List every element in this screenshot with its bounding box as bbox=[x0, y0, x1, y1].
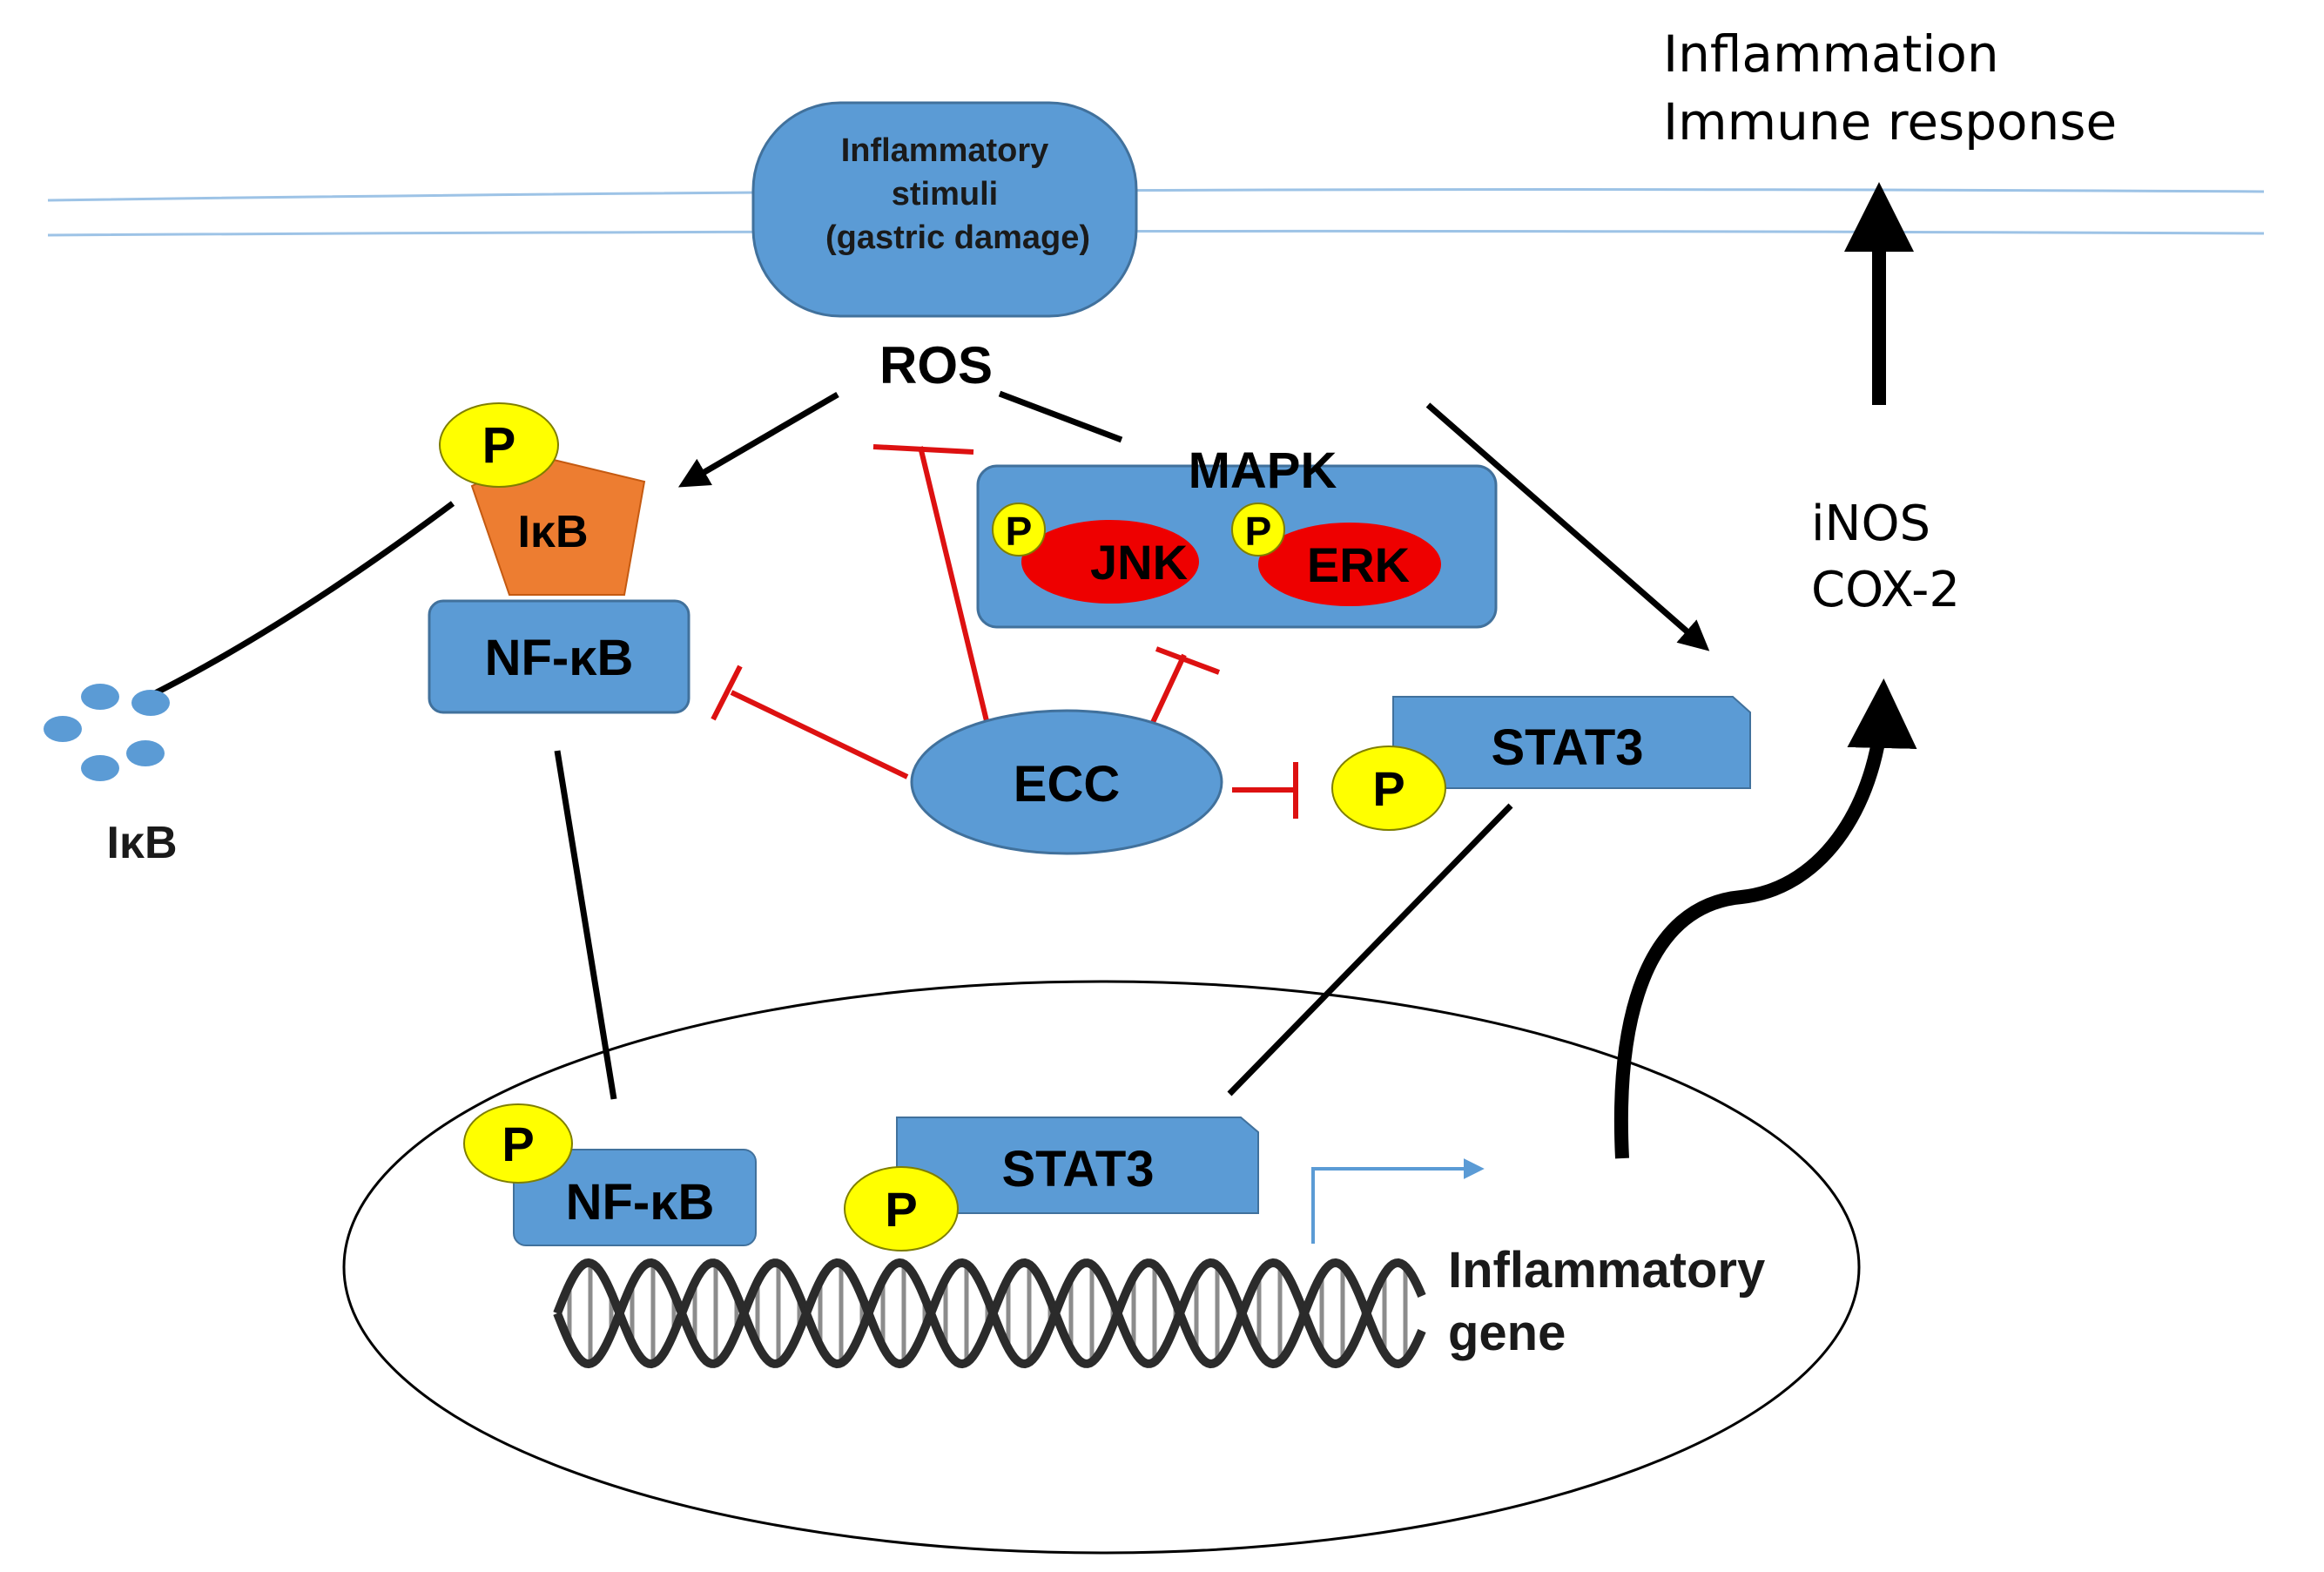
ikb-fragments bbox=[44, 684, 170, 781]
nfkb-nucleus-phospho-label: P bbox=[502, 1117, 534, 1171]
ros-to-ikb-arrow bbox=[677, 391, 839, 488]
ecc-node: ECC bbox=[910, 709, 1223, 855]
jnk-node bbox=[1021, 520, 1199, 604]
stat3-nucleus-phospho-label: P bbox=[885, 1182, 917, 1237]
nfkb-cytoplasm-node bbox=[428, 599, 690, 714]
jnk-phospho-label: P bbox=[1006, 509, 1033, 554]
outcome-inflammation: Inflammation bbox=[1663, 24, 1999, 84]
stimuli-label-line1: Inflammatory bbox=[841, 132, 1049, 169]
ros-to-stat3-arrow bbox=[1425, 402, 1710, 651]
ikb-fragment-dot bbox=[126, 740, 165, 766]
mapk-label: MAPK bbox=[1189, 442, 1337, 499]
products-label: iNOS COX-2 bbox=[1811, 496, 1960, 618]
inhibition-edges bbox=[711, 444, 1298, 819]
stat3-translocation-line bbox=[1227, 803, 1513, 1096]
outcome-immune-response: Immune response bbox=[1663, 92, 2117, 152]
erk-node bbox=[1258, 523, 1441, 606]
gene-expression-arrow bbox=[1613, 678, 1917, 1159]
inflammatory-stimuli-node: Inflammatory stimuli (gastric damage) bbox=[751, 101, 1138, 318]
dna-helix-icon bbox=[553, 1258, 1426, 1369]
activation-edges bbox=[146, 390, 1710, 1100]
stat3-nucleus-label: STAT3 bbox=[1001, 1141, 1154, 1198]
ikb-fragment-dot bbox=[131, 690, 170, 716]
outcome-label: Inflammation Immune response bbox=[1663, 24, 2117, 152]
ecc-inhibits-ros-line bbox=[918, 446, 991, 729]
ikb-bound-label: IκB bbox=[518, 507, 589, 557]
ikb-degradation-line bbox=[146, 501, 455, 700]
ikb-free-label: IκB bbox=[107, 818, 178, 868]
mapk-complex: MAPK JNK ERK P P bbox=[976, 442, 1498, 629]
stat3-cytoplasm-label: STAT3 bbox=[1491, 719, 1643, 776]
dna-strand-a bbox=[553, 1258, 1426, 1369]
ikb-fragment-dot bbox=[81, 684, 119, 710]
erk-phospho-label: P bbox=[1245, 509, 1272, 554]
cell-membrane bbox=[47, 188, 2265, 237]
ikb-fragment-dot bbox=[81, 755, 119, 781]
stimuli-label-line2: stimuli bbox=[892, 176, 998, 213]
erk-phospho-badge bbox=[1231, 503, 1285, 557]
stat3-cytoplasm-node: STAT3 P bbox=[1331, 696, 1751, 831]
ros-label: ROS bbox=[879, 336, 993, 395]
ecc-inhibits-nfkb-line bbox=[730, 690, 909, 779]
nfkb-nucleus-node: NF-κB P bbox=[463, 1103, 757, 1246]
ikb-phospho-label: P bbox=[482, 417, 516, 474]
nfkb-translocation-line bbox=[554, 750, 617, 1100]
jnk-label: JNK bbox=[1090, 535, 1188, 590]
product-cox2: COX-2 bbox=[1811, 562, 1960, 618]
nfkb-nucleus-phospho-badge bbox=[463, 1103, 573, 1184]
dna-strand-b bbox=[553, 1258, 1426, 1369]
stat3-cytoplasm-phospho-badge bbox=[1331, 746, 1446, 831]
stat3-nucleus-phospho-badge bbox=[844, 1166, 959, 1252]
gene-label-line1: Inflammatory bbox=[1448, 1242, 1765, 1299]
ecc-inhibits-mapk-bar bbox=[1155, 646, 1221, 675]
ecc-inhibits-mapk-line bbox=[1147, 653, 1187, 732]
ecc-inhibits-ros-bar bbox=[872, 444, 974, 455]
ecc-label: ECC bbox=[1014, 756, 1120, 813]
nfkb-cytoplasm-label: NF-κB bbox=[485, 630, 634, 686]
ros-to-mapk-line bbox=[998, 390, 1123, 443]
ikb-phospho-badge bbox=[439, 402, 559, 488]
jnk-phospho-badge bbox=[992, 503, 1046, 557]
gene-label-line2: gene bbox=[1448, 1305, 1566, 1361]
nucleus bbox=[342, 980, 1861, 1555]
product-inos: iNOS bbox=[1811, 496, 1930, 552]
stat3-cytoplasm-phospho-label: P bbox=[1372, 761, 1405, 816]
ikb-fragment-dot bbox=[44, 716, 82, 742]
transcription-start-arrow bbox=[1311, 1158, 1485, 1244]
nfkb-nucleus-label: NF-κB bbox=[566, 1174, 715, 1231]
ecc-inhibits-nfkb-bar bbox=[711, 665, 743, 721]
stimuli-label-line3: (gastric damage) bbox=[825, 219, 1090, 256]
ikb-nfkb-complex: IκB P NF-κB bbox=[428, 402, 690, 714]
stat3-nucleus-node: STAT3 P bbox=[844, 1117, 1259, 1252]
erk-label: ERK bbox=[1307, 537, 1410, 592]
